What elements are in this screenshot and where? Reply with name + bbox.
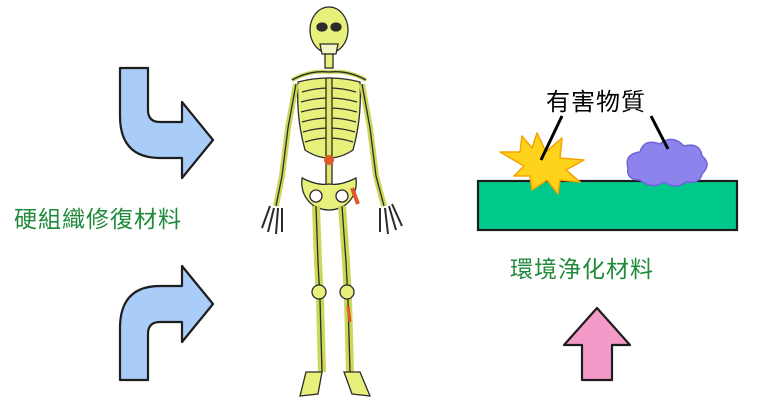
environment-label: 環境浄化材料 bbox=[510, 259, 654, 282]
human-skeleton-illustration bbox=[262, 7, 402, 396]
curved-arrow-top-icon bbox=[120, 68, 213, 178]
arrow-up-icon bbox=[564, 308, 630, 380]
harmful-substance-label: 有害物質 bbox=[546, 90, 646, 114]
curved-arrow-bottom-icon bbox=[120, 266, 213, 380]
hard-tissue-label: 硬組織修復材料 bbox=[14, 209, 182, 232]
material-plate bbox=[478, 181, 737, 230]
